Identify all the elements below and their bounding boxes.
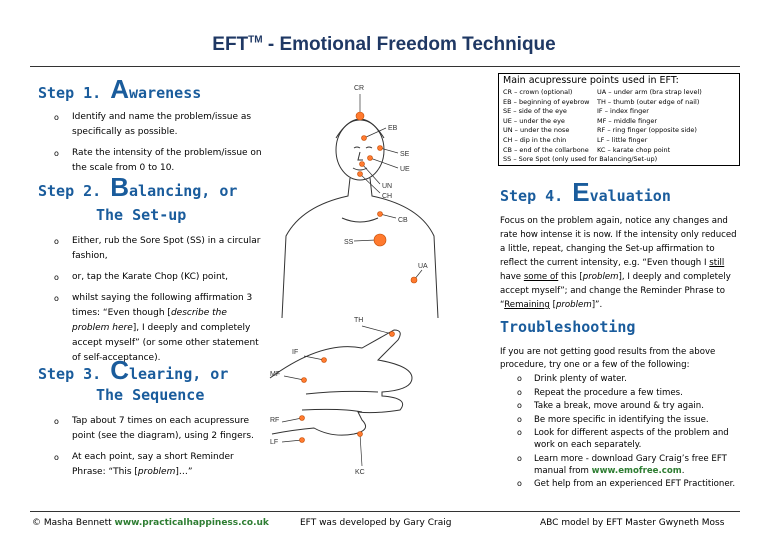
label-mf: MF — [270, 371, 280, 378]
footer-rule — [30, 511, 740, 512]
label-lf: LF — [270, 439, 278, 446]
troubleshooting-intro: If you are not getting good results from… — [500, 347, 716, 370]
point-ua — [410, 276, 418, 284]
label-th: TH — [354, 317, 363, 324]
point-rf — [299, 415, 305, 421]
list-item: whilst saying the following affirmation … — [38, 291, 263, 366]
list-item: Either, rub the Sore Spot (SS) in a circ… — [38, 234, 263, 264]
point-ue — [367, 155, 373, 161]
list-item: Identify and name the problem/issue as s… — [38, 110, 278, 140]
list-item: Take a break, move around & try again. — [500, 400, 738, 412]
acupressure-diagram: CR EB SE UE UN CH CB SS UA TH IF MF RF L… — [269, 85, 439, 476]
page-title: EFTTM - Emotional Freedom Technique — [212, 34, 556, 55]
troubleshooting-list: Drink plenty of water. Repeat the proced… — [500, 373, 738, 492]
list-item: Get help from an experienced EFT Practit… — [500, 478, 738, 490]
list-item: Be more specific in identifying the issu… — [500, 414, 738, 426]
label-ch: CH — [382, 193, 392, 200]
step2-subheading: The Set-up — [96, 206, 187, 224]
point-cb — [377, 211, 383, 217]
hand-outline — [269, 329, 413, 436]
step1-list: Identify and name the problem/issue as s… — [38, 110, 278, 182]
hair-outline — [335, 118, 385, 139]
practicalhappiness-link[interactable]: www.practicalhappiness.co.uk — [114, 518, 269, 528]
footer-credit: © Masha Bennett www.practicalhappiness.c… — [32, 518, 269, 528]
list-item: Learn more - download Gary Craig’s free … — [500, 453, 738, 477]
label-se: SE — [400, 151, 410, 158]
label-cr: CR — [354, 85, 364, 92]
step2-list: Either, rub the Sore Spot (SS) in a circ… — [38, 234, 263, 372]
point-un — [359, 161, 365, 167]
label-cb: CB — [398, 217, 408, 224]
step2-heading: Step 2. Balancing, or — [38, 172, 238, 202]
label-ua: UA — [418, 263, 428, 270]
point-eb — [361, 135, 367, 141]
label-ss: SS — [344, 239, 354, 246]
label-ue: UE — [400, 166, 410, 173]
list-item: Tap about 7 times on each acupressure po… — [38, 414, 263, 444]
acupressure-points-table: Main acupressure points used in EFT: CR … — [498, 73, 740, 166]
point-mf — [301, 377, 307, 383]
point-lf — [299, 437, 305, 443]
table-row: SS – Sore Spot (only used for Balancing/… — [503, 155, 658, 164]
list-item: At each point, say a short Reminder Phra… — [38, 450, 263, 480]
list-item: or, tap the Karate Chop (KC) point, — [38, 270, 263, 285]
top-rule — [30, 66, 740, 67]
step1-heading: Step 1. Awareness — [38, 74, 202, 104]
label-eb: EB — [388, 125, 398, 132]
step4-heading: Step 4. Evaluation — [500, 177, 671, 207]
step4-text: Focus on the problem again, notice any c… — [500, 216, 737, 310]
step3-list: Tap about 7 times on each acupressure po… — [38, 414, 263, 486]
list-item: Rate the intensity of the problem/issue … — [38, 146, 278, 176]
label-rf: RF — [270, 417, 279, 424]
label-un: UN — [382, 183, 392, 190]
label-kc: KC — [355, 469, 365, 476]
table-row: CR – crown (optional)UA – under arm (bra… — [503, 88, 702, 96]
point-ss — [373, 233, 387, 247]
troubleshooting-heading: Troubleshooting — [500, 318, 636, 336]
point-if — [321, 357, 327, 363]
point-th — [389, 331, 395, 337]
step3-heading: Step 3. Clearing, or — [38, 355, 229, 385]
point-kc — [357, 431, 363, 437]
footer-abc-credit: ABC model by EFT Master Gwyneth Moss — [540, 518, 725, 528]
list-item: Repeat the procedure a few times. — [500, 387, 738, 399]
list-item: Look for different aspects of the proble… — [500, 427, 738, 451]
list-item: Drink plenty of water. — [500, 373, 738, 385]
point-cr — [355, 111, 365, 121]
table-heading: Main acupressure points used in EFT: — [503, 75, 679, 86]
point-ch — [357, 171, 363, 177]
emofree-link[interactable]: www.emofree.com — [591, 465, 682, 476]
point-se — [377, 145, 383, 151]
label-if: IF — [292, 349, 298, 356]
step3-subheading: The Sequence — [96, 386, 205, 404]
footer-eft-credit: EFT was developed by Gary Craig — [300, 518, 452, 528]
